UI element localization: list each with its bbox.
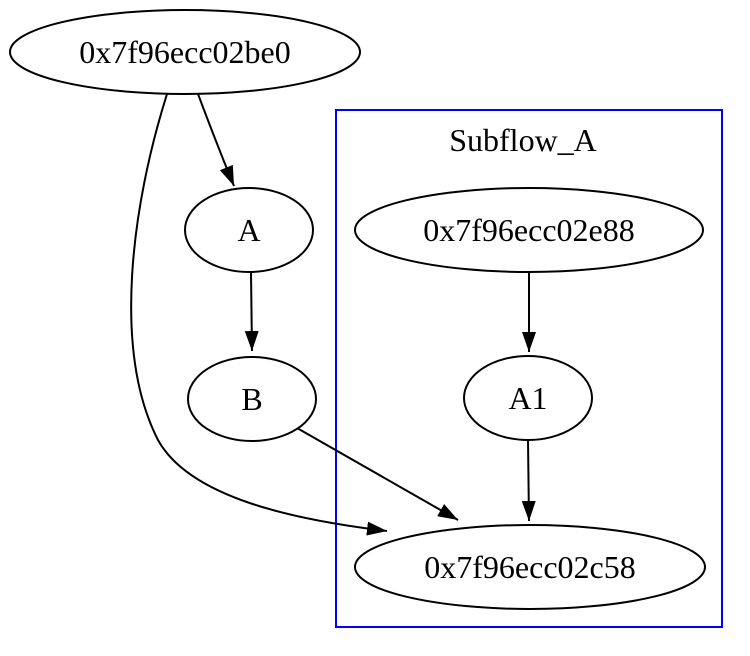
node-label: B [241, 381, 262, 417]
node-label: 0x7f96ecc02c58 [424, 549, 635, 585]
nodes-layer: 0x7f96ecc02be0 A B 0x7f96ecc02e88 A1 0x7 [9, 9, 706, 610]
cluster-subflow-a: Subflow_A [335, 109, 723, 628]
node-label: 0x7f96ecc02be0 [79, 34, 290, 70]
cluster-border [335, 109, 723, 628]
node-ellipse [9, 9, 361, 95]
node-ellipse [187, 356, 317, 442]
node-label: 0x7f96ecc02e88 [423, 212, 634, 248]
node-ellipse [184, 187, 314, 273]
node-label: A1 [508, 380, 547, 416]
edge-b-to-c58 [296, 427, 459, 521]
node-ellipse [463, 355, 593, 441]
node-label: A [237, 212, 260, 248]
node-ellipse [354, 187, 704, 273]
node-a: A [184, 187, 314, 273]
cluster-label: Subflow_A [449, 122, 597, 158]
edge-be0-to-a [197, 93, 235, 187]
node-0x7f96ecc02c58: 0x7f96ecc02c58 [354, 524, 706, 610]
node-0x7f96ecc02be0: 0x7f96ecc02be0 [9, 9, 361, 95]
node-b: B [187, 356, 317, 442]
node-a1: A1 [463, 355, 593, 441]
edge-a1-to-c58 [521, 439, 536, 522]
edges-layer [130, 93, 536, 536]
edge-be0-to-c58 [130, 93, 388, 536]
node-ellipse [354, 524, 706, 610]
node-0x7f96ecc02e88: 0x7f96ecc02e88 [354, 187, 704, 273]
edge-a-to-b [244, 272, 259, 352]
